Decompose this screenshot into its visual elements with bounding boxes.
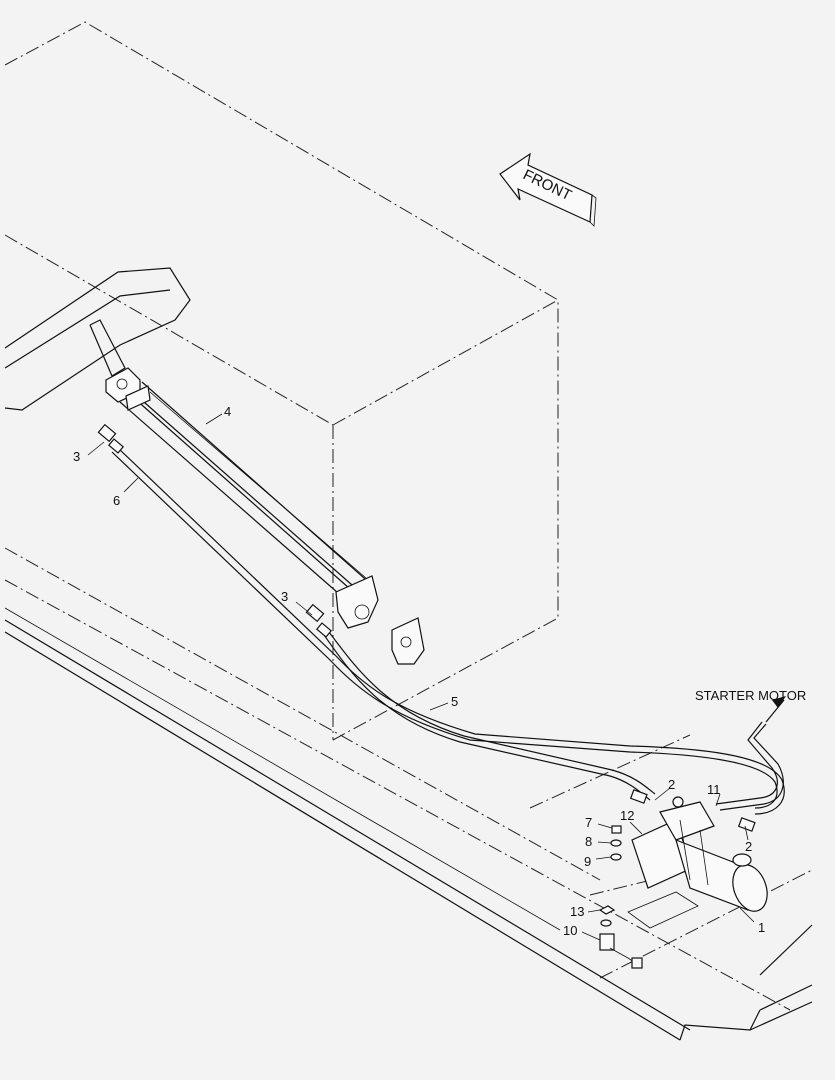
front-direction-arrow: FRONT bbox=[499, 152, 597, 227]
callout-10: 10 bbox=[563, 923, 577, 938]
phantom-outlines bbox=[4, 21, 813, 1011]
callout-3: 3 bbox=[281, 589, 288, 604]
callout-4: 4 bbox=[224, 404, 231, 419]
callout-12: 12 bbox=[620, 808, 634, 823]
callout-7: 7 bbox=[585, 815, 592, 830]
callout-11: 11 bbox=[707, 782, 721, 797]
callout-1: 1 bbox=[758, 920, 765, 935]
callout-6: 6 bbox=[113, 493, 120, 508]
callouts: 1 2 2 3 3 4 5 6 7 8 9 10 11 12 13 STARTE… bbox=[73, 404, 806, 941]
starter-motor-label: STARTER MOTOR bbox=[695, 688, 806, 703]
hoses bbox=[97, 423, 786, 832]
frame-members bbox=[4, 267, 813, 1041]
callout-2: 2 bbox=[745, 839, 752, 854]
hydraulic-cylinder bbox=[105, 367, 425, 665]
hardware bbox=[598, 825, 643, 969]
callout-5: 5 bbox=[451, 694, 458, 709]
callout-2: 2 bbox=[668, 777, 675, 792]
callout-9: 9 bbox=[584, 854, 591, 869]
callout-3: 3 bbox=[73, 449, 80, 464]
pump-motor-assembly bbox=[627, 796, 768, 929]
callout-8: 8 bbox=[585, 834, 592, 849]
callout-13: 13 bbox=[570, 904, 584, 919]
